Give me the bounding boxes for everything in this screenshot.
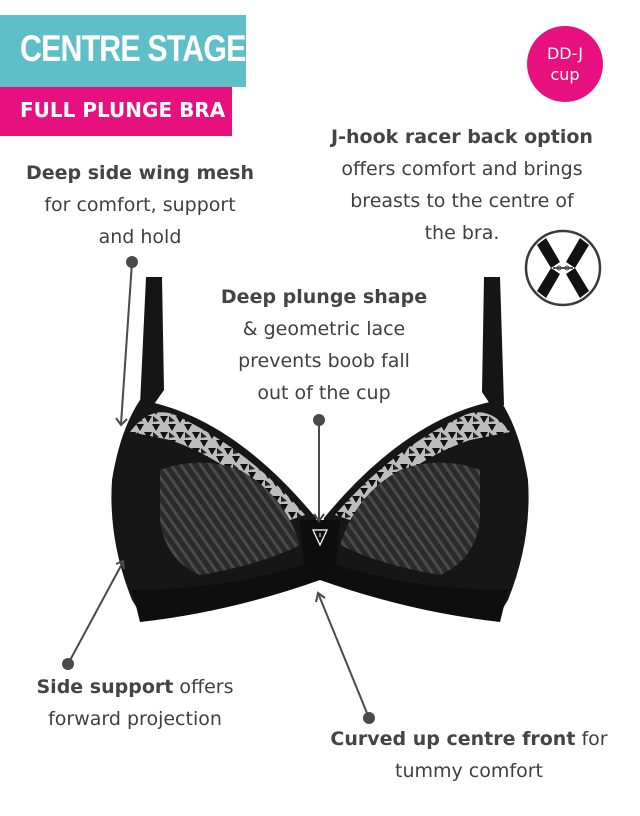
subtitle-banner: FULL PLUNGE BRA [0,87,232,136]
left-strap [140,277,164,410]
title-banner: CENTRE STAGE [0,15,246,87]
cup-size-range: DD-J [546,44,584,63]
page-subtitle: FULL PLUNGE BRA [20,98,226,122]
page-title: CENTRE STAGE [20,28,246,69]
callout-text: forward projection [48,708,222,730]
callout-text: and hold [98,226,182,248]
callout-text: offers comfort and brings [341,158,583,180]
callout-heading: Deep side wing mesh [25,162,254,184]
cup-size-badge: DD-J cup [527,26,603,102]
cup-size-label: cup [550,65,580,84]
callout-text: tummy comfort [395,760,543,782]
callout-heading: Curved up centre front [330,728,576,750]
callout-curved-centre-front: Curved up centre front for tummy comfort [314,723,624,787]
callout-text: breasts to the centre of [350,190,574,212]
callout-deep-plunge: Deep plunge shape & geometric lace preve… [190,281,458,409]
callout-j-hook-racerback: J-hook racer back option offers comfort … [312,121,612,249]
callout-heading: J-hook racer back option [331,126,593,148]
j-hook-racerback-icon [524,229,602,307]
right-strap [482,277,504,410]
callout-side-wing-mesh: Deep side wing mesh for comfort, support… [14,157,266,253]
callout-text: prevents boob fall [238,350,410,372]
callout-text: for comfort, support [44,194,236,216]
callout-text: the bra. [424,222,500,244]
callout-text: out of the cup [257,382,391,404]
triangle-logo-icon [311,529,329,547]
callout-inline-text: for [575,728,608,750]
callout-text: & geometric lace [242,318,406,340]
callout-heading: Deep plunge shape [220,286,428,308]
callout-inline-text: offers [173,676,234,698]
callout-heading: Side support [36,676,174,698]
callout-side-support: Side support offers forward projection [20,671,250,735]
